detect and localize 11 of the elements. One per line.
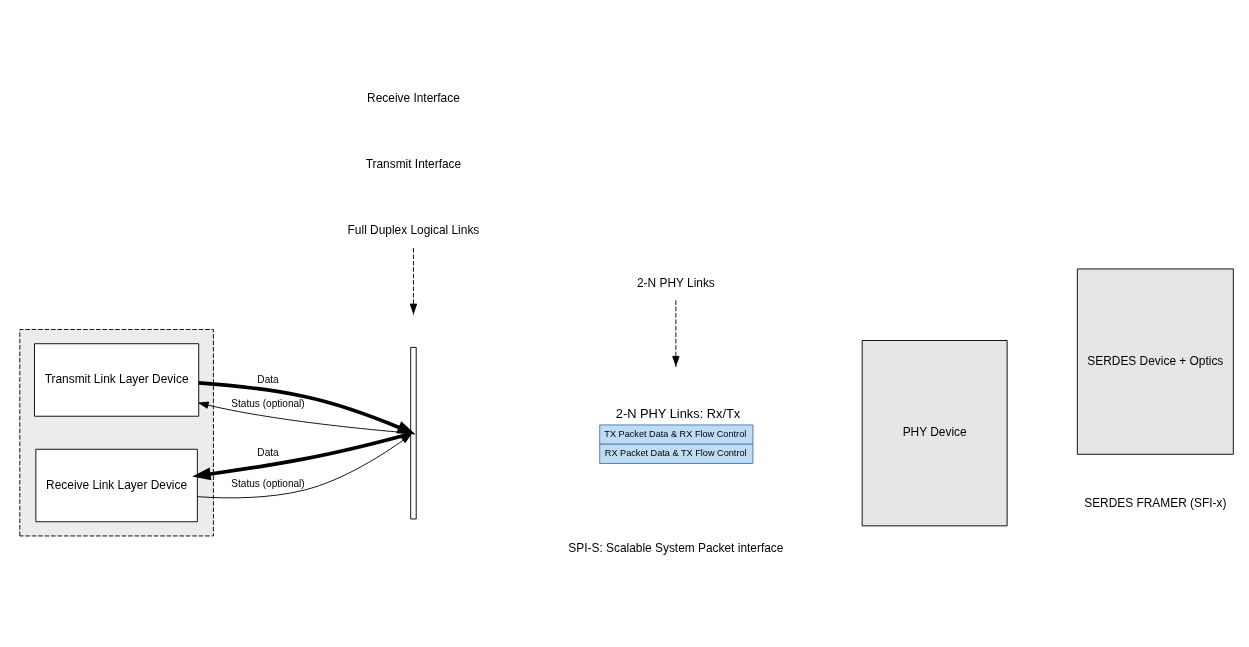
node-text: 2-N PHY Links — [636, 275, 715, 290]
edge-label: Status (optional) — [231, 397, 305, 409]
node-label: 2-N PHY Links: Rx/Tx — [615, 405, 741, 421]
label: Transmit Interface — [365, 156, 462, 171]
label: SERDES FRAMER (SFI-x) — [1084, 495, 1227, 510]
label: SPI-S: Scalable System Packet interface — [568, 540, 784, 555]
edge-label: Data — [257, 373, 279, 385]
node-text: Full Duplex Logical Links — [347, 222, 480, 237]
edge-label: Status (optional) — [231, 477, 305, 489]
edge-label: Data — [257, 446, 279, 458]
label: Receive Interface — [367, 90, 460, 105]
